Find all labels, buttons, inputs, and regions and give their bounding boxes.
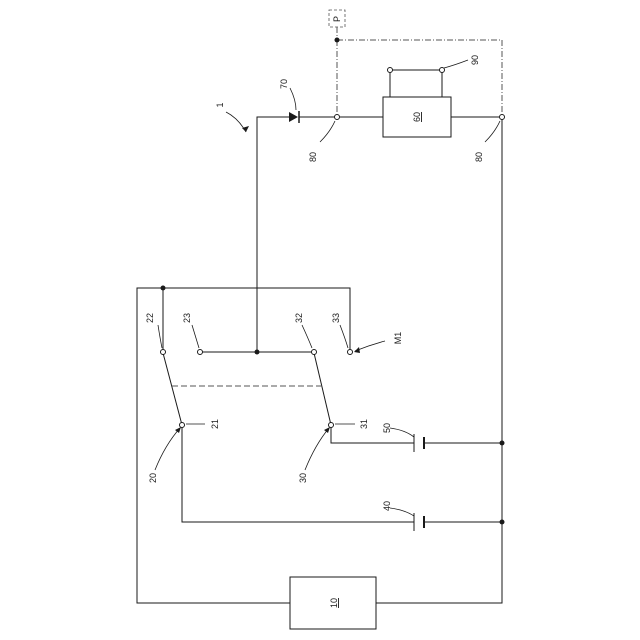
wire-outer-right <box>376 117 502 603</box>
terminal-33 <box>348 350 353 355</box>
terminal-31 <box>329 423 334 428</box>
label-switch-20-contact-b: 23 <box>182 313 192 323</box>
diode-70 <box>289 111 299 123</box>
junction-top-left <box>161 286 166 291</box>
label-diode-70: 70 <box>279 79 289 89</box>
terminal-90-right <box>440 68 445 73</box>
label-battery-40: 40 <box>382 501 392 511</box>
battery-40 <box>414 513 424 531</box>
label-switch-30: 30 <box>298 473 308 483</box>
battery-50 <box>414 434 424 452</box>
label-m1: M1 <box>393 332 403 345</box>
wire-riser <box>257 117 289 352</box>
junction-battery-50 <box>500 441 505 446</box>
leader-70 <box>290 88 296 110</box>
leader-90 <box>444 60 468 68</box>
junction-p <box>335 38 340 43</box>
label-battery-50: 50 <box>382 423 392 433</box>
label-switch-30-contact-b: 33 <box>331 313 341 323</box>
leader-50 <box>390 428 414 437</box>
leader-20 <box>155 428 180 470</box>
label-point-p: P <box>332 16 342 22</box>
wire-outer-left <box>137 288 350 603</box>
leader-32 <box>302 325 312 348</box>
terminal-90-left <box>388 68 393 73</box>
terminal-80-right <box>500 115 505 120</box>
wire-switch-30-blade <box>314 353 331 425</box>
label-switch-20-contact-a: 22 <box>145 313 155 323</box>
junction-bar <box>255 350 260 355</box>
label-sensor-90: 90 <box>470 55 480 65</box>
wire-sensor-90 <box>390 70 442 97</box>
label-switch-30-common: 31 <box>359 419 369 429</box>
leader-33 <box>340 325 348 348</box>
terminal-32 <box>312 350 317 355</box>
label-switch-20: 20 <box>148 473 158 483</box>
leader-22 <box>158 325 162 348</box>
label-terminal-80-right: 80 <box>474 152 484 162</box>
wire-switch-30-common <box>331 427 414 443</box>
leader-30 <box>305 428 329 470</box>
terminal-80-left <box>335 115 340 120</box>
leader-m1 <box>355 341 385 351</box>
terminal-21 <box>180 423 185 428</box>
label-switch-20-common: 21 <box>210 419 220 429</box>
leader-80-right <box>485 121 500 142</box>
leader-80-left <box>320 121 335 142</box>
terminal-22 <box>161 350 166 355</box>
label-block-10: 10 <box>329 598 339 608</box>
label-switch-30-contact-a: 32 <box>294 313 304 323</box>
junction-battery-40 <box>500 520 505 525</box>
leader-23 <box>192 325 199 348</box>
label-terminal-80-left: 80 <box>308 152 318 162</box>
label-block-60: 60 <box>412 112 422 122</box>
wire-switch-20-blade <box>163 353 182 425</box>
wiring <box>137 70 502 603</box>
label-system: 1 <box>215 102 225 107</box>
terminal-23 <box>198 350 203 355</box>
leader-40 <box>390 508 414 516</box>
